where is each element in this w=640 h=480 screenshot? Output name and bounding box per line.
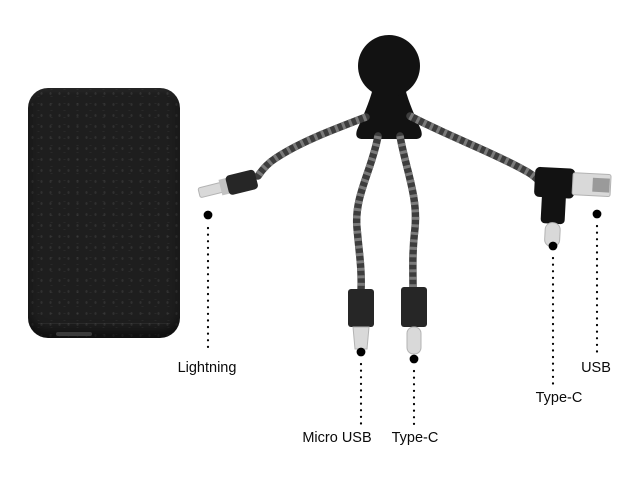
label-type-c-right: Type-C [535, 390, 583, 406]
leader-type-c-center [409, 354, 419, 426]
figure-body [356, 88, 422, 139]
leader-usb [592, 209, 602, 354]
leader-micro-usb [356, 347, 366, 426]
usb-type-c-combo-connector [534, 166, 612, 248]
label-lightning: Lightning [177, 360, 237, 376]
micro-usb-connector [348, 289, 374, 350]
power-bank [28, 88, 180, 338]
label-micro-usb: Micro USB [302, 430, 372, 446]
leader-type-c-right [548, 241, 558, 386]
cable-right-arm [406, 112, 542, 184]
lightning-connector [197, 169, 258, 198]
cable-right-leg [396, 132, 420, 292]
label-type-c-center: Type-C [391, 430, 439, 446]
type-c-connector-center [401, 287, 427, 355]
cable-left-leg [352, 132, 382, 295]
figure-head [358, 35, 420, 97]
cable-left-arm [254, 113, 370, 180]
leader-lightning [203, 210, 213, 354]
label-usb: USB [581, 360, 611, 376]
